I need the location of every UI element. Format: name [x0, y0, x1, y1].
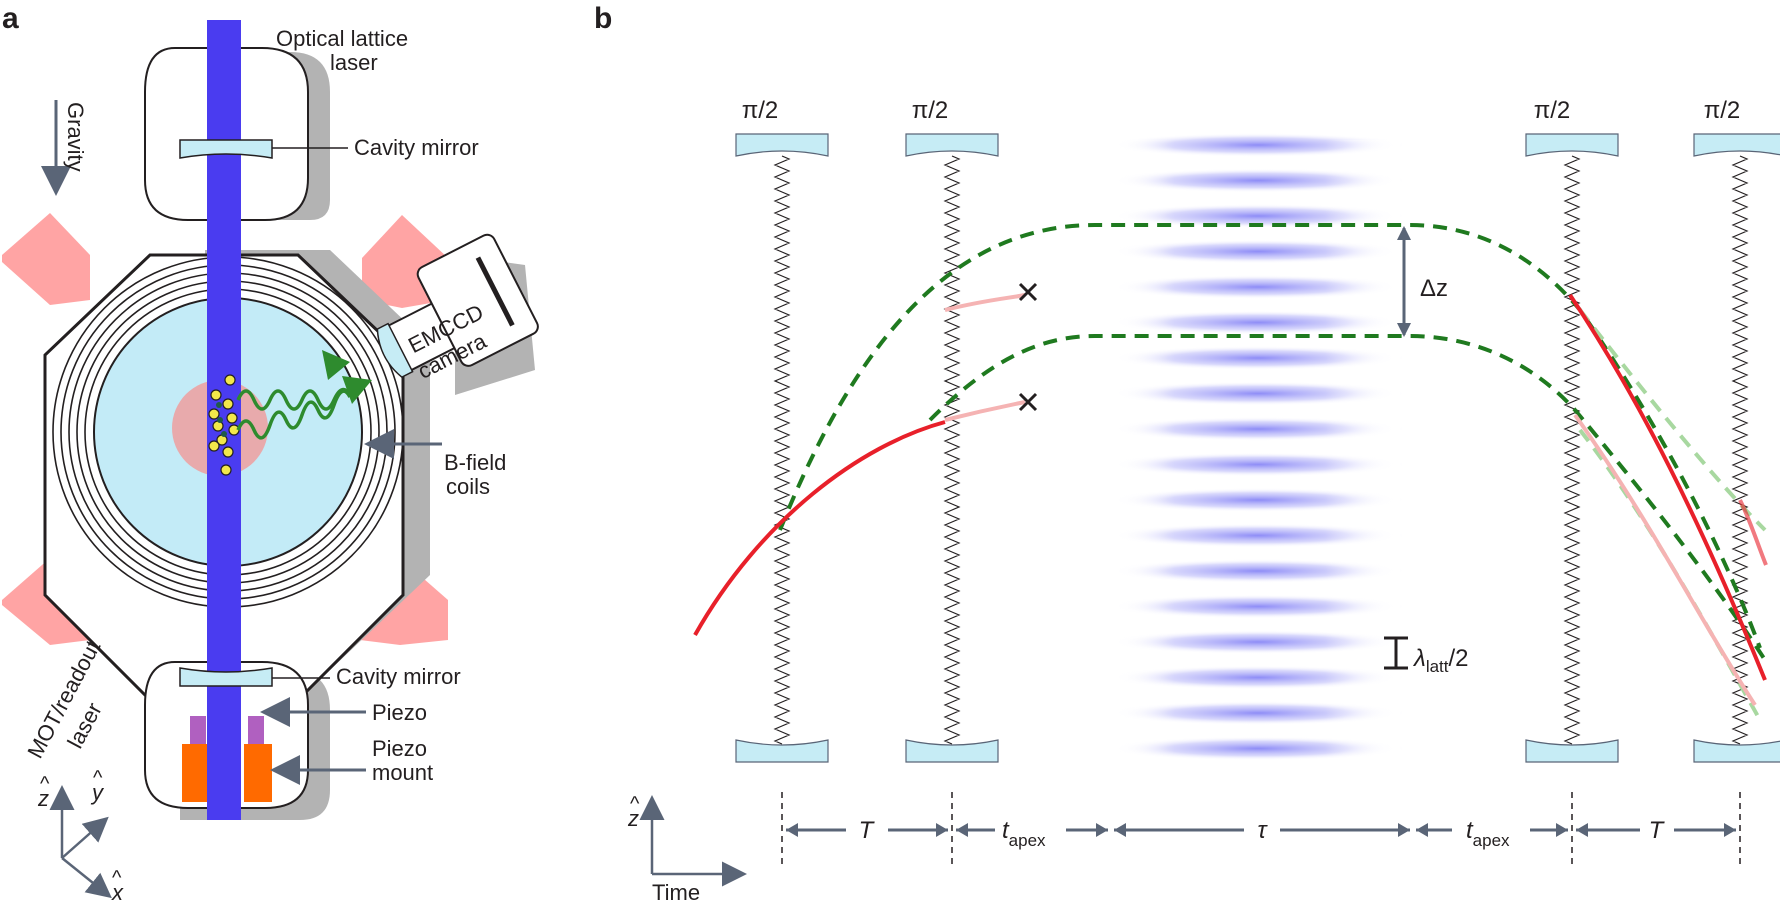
piezo-mount-label-2: mount [372, 760, 433, 785]
axis-z-label-b: z [627, 806, 639, 831]
timeline-arrowhead [956, 823, 968, 837]
axis-z-hat-b: ^ [630, 793, 640, 815]
delta-z-head-top [1397, 226, 1411, 240]
pulse-column-1 [735, 133, 829, 763]
timeline-arrowhead [1096, 823, 1108, 837]
piezo-mount-label-1: Piezo [372, 736, 427, 761]
pulse-mirror-top [1693, 133, 1780, 157]
pulse-column-4 [1693, 133, 1780, 763]
piezo-left [190, 716, 206, 744]
pulse-mirror-bottom [1525, 739, 1619, 763]
pulse-mirror-bottom [905, 739, 999, 763]
optical-lattice-label-1: Optical lattice [276, 26, 408, 51]
pulse-label-2: π/2 [912, 97, 949, 124]
fluorescence-photons [236, 387, 352, 440]
piezo-label: Piezo [372, 700, 427, 725]
upper-arm-path [778, 223, 1762, 649]
pulse-label-4: π/2 [1704, 97, 1741, 124]
red-launch-path [693, 420, 946, 636]
cavity-mirror-bottom-label: Cavity mirror [336, 664, 461, 689]
pulse-mirror-bottom [1693, 739, 1780, 763]
timeline-arrowhead [936, 823, 948, 837]
red-output-short [1738, 499, 1768, 566]
pulse-column-3 [1525, 133, 1619, 763]
red-output-path [1568, 293, 1767, 681]
fringe-fade [1100, 140, 1400, 790]
faded-green-path-2 [1578, 428, 1762, 721]
pulse-mirror-bottom [735, 739, 829, 763]
axis-y-hat: ^ [93, 767, 103, 789]
photon-arrowhead-2 [342, 376, 372, 404]
pink-lost-lower [944, 400, 1026, 422]
optical-lattice-label-2: laser [330, 50, 378, 75]
T-right-label: T [1649, 817, 1666, 844]
lattice-spacing-bar [1384, 636, 1408, 670]
t-apex-left-label: tapex [1002, 817, 1046, 850]
pulse-mirror-top [735, 133, 829, 157]
axes-xyz [49, 785, 112, 899]
axis-z-hat: ^ [40, 773, 50, 795]
time-axis [639, 795, 747, 887]
timeline-arrowhead [1114, 823, 1126, 837]
pink-output-path [1573, 413, 1757, 707]
delta-z-label: Δz [1420, 275, 1448, 302]
timeline-markers [781, 792, 1741, 868]
timeline-arrowhead [1556, 823, 1568, 837]
cavity-mirror-top [179, 139, 273, 159]
piezo-mount-left [182, 744, 210, 802]
cavity-mirror-top-label: Cavity mirror [354, 135, 479, 160]
timeline-arrowhead [786, 823, 798, 837]
timeline-arrowhead [1416, 823, 1428, 837]
lower-arm-path [928, 334, 1767, 662]
timeline-arrows [786, 823, 1736, 837]
atoms-dark [216, 402, 227, 437]
mot-beams [2, 213, 448, 645]
b-field-label-1: B-field [444, 450, 506, 475]
pulse-column-2 [905, 133, 999, 763]
axis-x-hat: ^ [112, 867, 122, 889]
delta-z-head-bottom [1397, 323, 1411, 337]
T-left-label: T [859, 817, 876, 844]
axis-z-label: z [37, 786, 49, 811]
photon-arrowhead-1 [322, 350, 350, 380]
axis-time-label: Time [652, 880, 700, 905]
tau-label: τ [1258, 817, 1269, 844]
axis-x-label: x [111, 880, 124, 905]
mot-label-1: MOT/readout [22, 636, 105, 762]
timeline-arrowhead [1724, 823, 1736, 837]
gravity-label: Gravity [63, 102, 88, 172]
lattice-beam-top [207, 20, 241, 152]
pink-lost-upper [944, 293, 1026, 312]
b-field-label-2: coils [446, 474, 490, 499]
pulse-columns [735, 133, 1780, 763]
pulse-mirror-top [1525, 133, 1619, 157]
timeline-arrowhead [1398, 823, 1410, 837]
pulse-mirror-top [905, 133, 999, 157]
panel-b-label: b [594, 2, 612, 35]
lambda-label: λlatt/2 [1412, 645, 1469, 676]
emccd-camera [376, 233, 539, 379]
piezo-right [248, 716, 264, 744]
t-apex-right-label: tapex [1466, 817, 1510, 850]
axis-y-label: y [90, 780, 105, 805]
panel-a-label: a [2, 2, 19, 35]
loss-markers [1018, 282, 1038, 412]
timeline-arrowhead [1576, 823, 1588, 837]
piezo-mount-right [244, 744, 272, 802]
lattice-beam-bottom [207, 712, 241, 820]
pulse-label-1: π/2 [742, 97, 779, 124]
cavity-mirror-bottom [179, 667, 273, 687]
pulse-label-3: π/2 [1534, 97, 1571, 124]
